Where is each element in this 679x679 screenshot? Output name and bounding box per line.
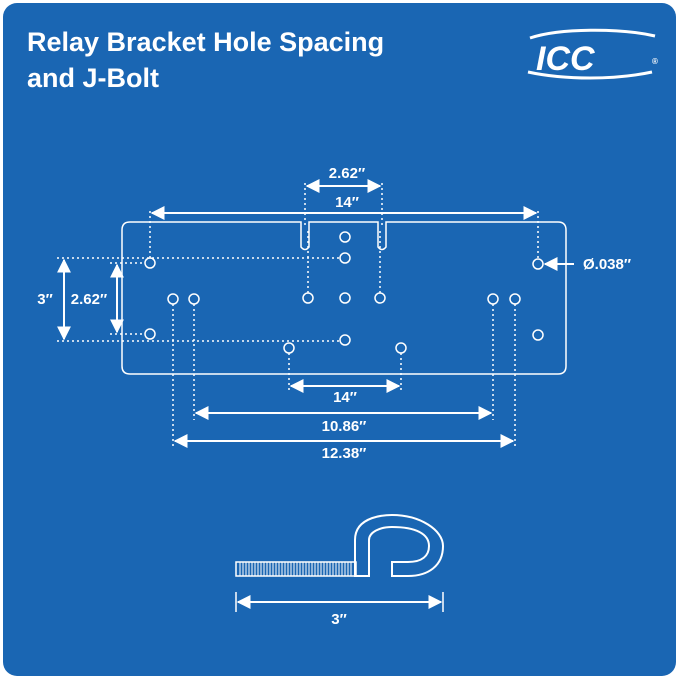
- dimension-lines: [57, 179, 574, 448]
- label-jbolt-length: 3″: [331, 611, 347, 628]
- hole: [144, 328, 156, 340]
- bracket-holes: [144, 231, 544, 354]
- j-bolt-hook: [354, 513, 445, 577]
- hole: [532, 329, 544, 341]
- hole: [339, 292, 351, 304]
- hole: [509, 293, 521, 305]
- hole: [487, 293, 499, 305]
- label-top-14: 14″: [335, 194, 359, 211]
- hole: [302, 292, 314, 304]
- title-line-1: Relay Bracket Hole Spacing: [27, 27, 385, 57]
- bracket-plate: [121, 221, 567, 375]
- label-hole-diameter: Ø.038″: [583, 256, 631, 273]
- label-1238: 12.38″: [322, 445, 367, 462]
- logo-text: ICC: [536, 40, 595, 78]
- hole: [339, 252, 351, 264]
- j-bolt-threads: [239, 562, 352, 576]
- label-1086: 10.86″: [322, 418, 367, 435]
- label-left-262: 2.62″: [71, 291, 107, 308]
- hole: [532, 258, 544, 270]
- hole: [339, 334, 351, 346]
- page-title: Relay Bracket Hole Spacing and J-Bolt: [27, 24, 527, 96]
- icc-logo: ICC ®: [527, 28, 658, 80]
- hole: [374, 292, 386, 304]
- hole: [144, 257, 156, 269]
- j-bolt: 3″: [235, 513, 445, 628]
- label-bottom-14: 14″: [333, 389, 357, 406]
- label-slot-spacing: 2.62″: [329, 165, 365, 182]
- plate-outline: [121, 221, 567, 375]
- extension-lines: [57, 182, 539, 447]
- hole: [188, 293, 200, 305]
- title-line-2: and J-Bolt: [27, 63, 159, 93]
- dimension-labels: 2.62″ 14″ Ø.038″ 3″ 2.62″ 14″ 10.86″ 12.…: [37, 165, 631, 462]
- hole: [283, 342, 295, 354]
- j-bolt-dimension-ticks: [235, 592, 444, 612]
- label-left-3: 3″: [37, 291, 53, 308]
- logo-registered-mark: ®: [652, 57, 658, 66]
- hole: [395, 342, 407, 354]
- j-bolt-shank: [235, 561, 357, 577]
- hole: [167, 293, 179, 305]
- hole: [339, 231, 351, 243]
